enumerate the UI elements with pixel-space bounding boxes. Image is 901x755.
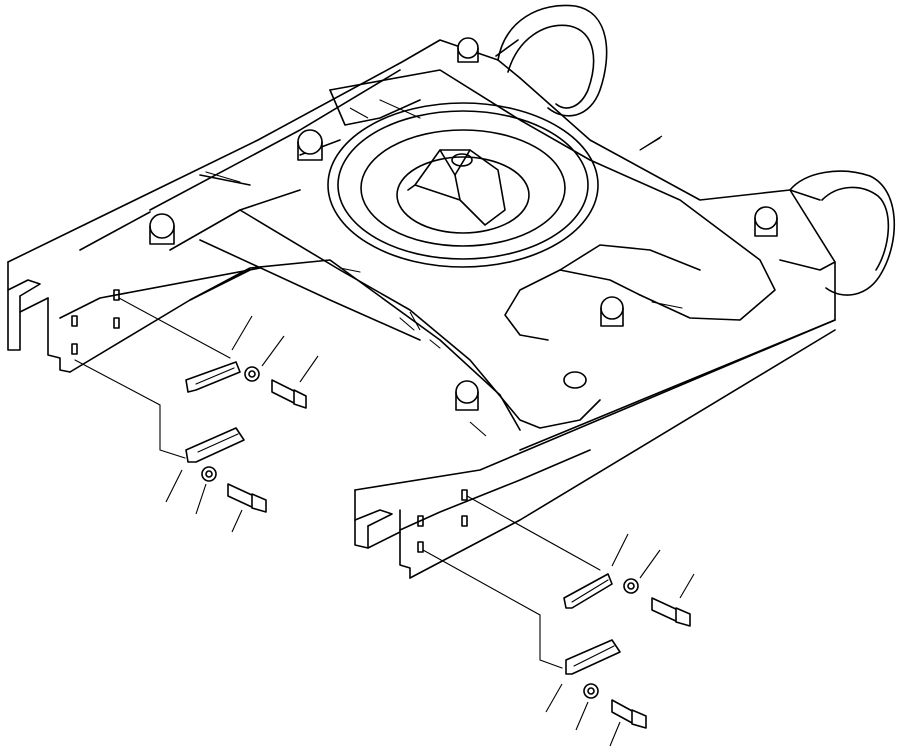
right-washer-lower [583, 683, 599, 699]
leader-line [165, 469, 183, 503]
right-bolt-lower [611, 699, 647, 729]
roller-boss-2 [297, 129, 323, 161]
roller-boss-6 [455, 380, 479, 411]
left-guard-clip-upper [118, 297, 241, 393]
main-frame [7, 39, 836, 579]
right-guard-clip-lower [422, 549, 621, 675]
front-roller-loop [789, 170, 896, 296]
left-guard-clip-lower [74, 359, 245, 463]
roller-boss-3 [149, 213, 175, 245]
roller-boss-7 [563, 371, 587, 389]
rear-roller-loop [495, 4, 608, 117]
leader-line [679, 573, 695, 599]
left-washer-lower [201, 466, 217, 482]
right-washer-upper [623, 578, 639, 594]
leader-line [195, 483, 207, 515]
leader-line [349, 107, 369, 119]
leader-line [611, 533, 629, 567]
leader-line [609, 721, 621, 747]
frame-slots [71, 289, 468, 553]
callout-leaders [165, 107, 695, 747]
leader-line [409, 311, 421, 331]
roller-boss-4 [754, 206, 778, 237]
leader-line [261, 335, 285, 367]
leader-line [469, 421, 487, 437]
leader-line [299, 355, 319, 383]
left-bolt-lower [227, 483, 267, 513]
leader-line [639, 135, 663, 151]
leader-line [575, 701, 589, 731]
leader-line [231, 315, 253, 351]
leader-line [639, 549, 661, 579]
right-bolt-upper [651, 597, 691, 627]
left-bolt-upper [271, 379, 307, 409]
right-guard-clip-upper [466, 495, 613, 609]
roller-boss-1 [457, 37, 479, 63]
left-washer-upper [244, 366, 260, 382]
leader-line [231, 509, 243, 533]
leader-line [545, 683, 563, 713]
swing-circle [327, 102, 599, 268]
roller-boss-5 [600, 296, 624, 327]
